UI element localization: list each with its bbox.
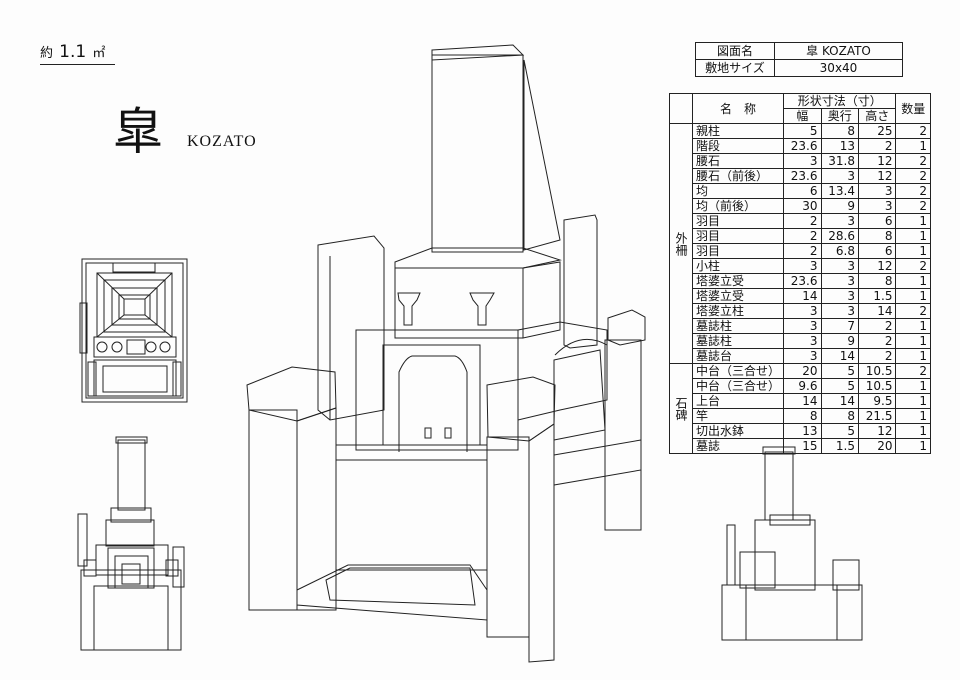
- spec-cell-q: 1: [895, 438, 931, 454]
- spec-cell-w: 23.6: [783, 273, 822, 289]
- area-unit: ㎡: [92, 46, 106, 61]
- dims-header: 形状寸法（寸）: [783, 93, 897, 109]
- spec-cell-h: 10.5: [857, 363, 897, 379]
- spec-header-row: 名 称 形状寸法（寸） 数量: [669, 93, 931, 124]
- front-elevation: [77, 436, 185, 651]
- side-elevation: [721, 446, 863, 641]
- spec-cell-name: 腰石: [691, 153, 785, 169]
- spec-cell-name: 塔婆立受: [691, 273, 785, 289]
- spec-cell-w: 23.6: [783, 138, 822, 154]
- site-size-value: 30x40: [774, 59, 903, 77]
- spec-cell-name: 墓誌: [691, 438, 785, 454]
- area-label: 約 1.1 ㎡: [40, 42, 115, 65]
- site-size-label: 敷地サイズ: [695, 59, 775, 77]
- spec-cell-name: 腰石（前後）: [691, 168, 785, 184]
- info-row: 図面名 皐 KOZATO: [695, 42, 903, 60]
- spec-cell-name: 中台（三合せ）: [691, 378, 785, 394]
- col-depth-header: 奥行: [820, 108, 859, 124]
- spec-cell-name: 竿: [691, 408, 785, 424]
- spec-cell-h: 20: [857, 438, 897, 454]
- isometric-view: [246, 44, 646, 663]
- drawing-name-label: 図面名: [695, 42, 775, 60]
- spec-cell-h: 10.5: [857, 378, 897, 394]
- spec-cell-name: 塔婆立受: [691, 288, 785, 304]
- area-prefix: 約: [40, 46, 54, 61]
- col-name-header: 名 称: [691, 93, 785, 124]
- spec-cell-h: 8: [857, 228, 897, 244]
- info-row: 敷地サイズ 30x40: [695, 59, 903, 77]
- spec-cell-q: 2: [895, 198, 931, 214]
- spec-cell-d: 28.6: [820, 228, 859, 244]
- drawing-info-table: 図面名 皐 KOZATO 敷地サイズ 30x40: [695, 42, 903, 77]
- area-value: 1.1: [59, 42, 87, 62]
- model-romaji: KOZATO: [187, 133, 257, 150]
- spec-cell-w: 23.6: [783, 168, 822, 184]
- model-kanji: 皐: [113, 103, 163, 161]
- spec-cell-d: 1.5: [820, 438, 859, 454]
- plan-view: [79, 258, 188, 403]
- spec-cell-d: 14: [820, 393, 859, 409]
- spec-cell-h: 12: [857, 258, 897, 274]
- spec-cell-name: 塔婆立柱: [691, 303, 785, 319]
- col-qty-header: 数量: [895, 93, 931, 124]
